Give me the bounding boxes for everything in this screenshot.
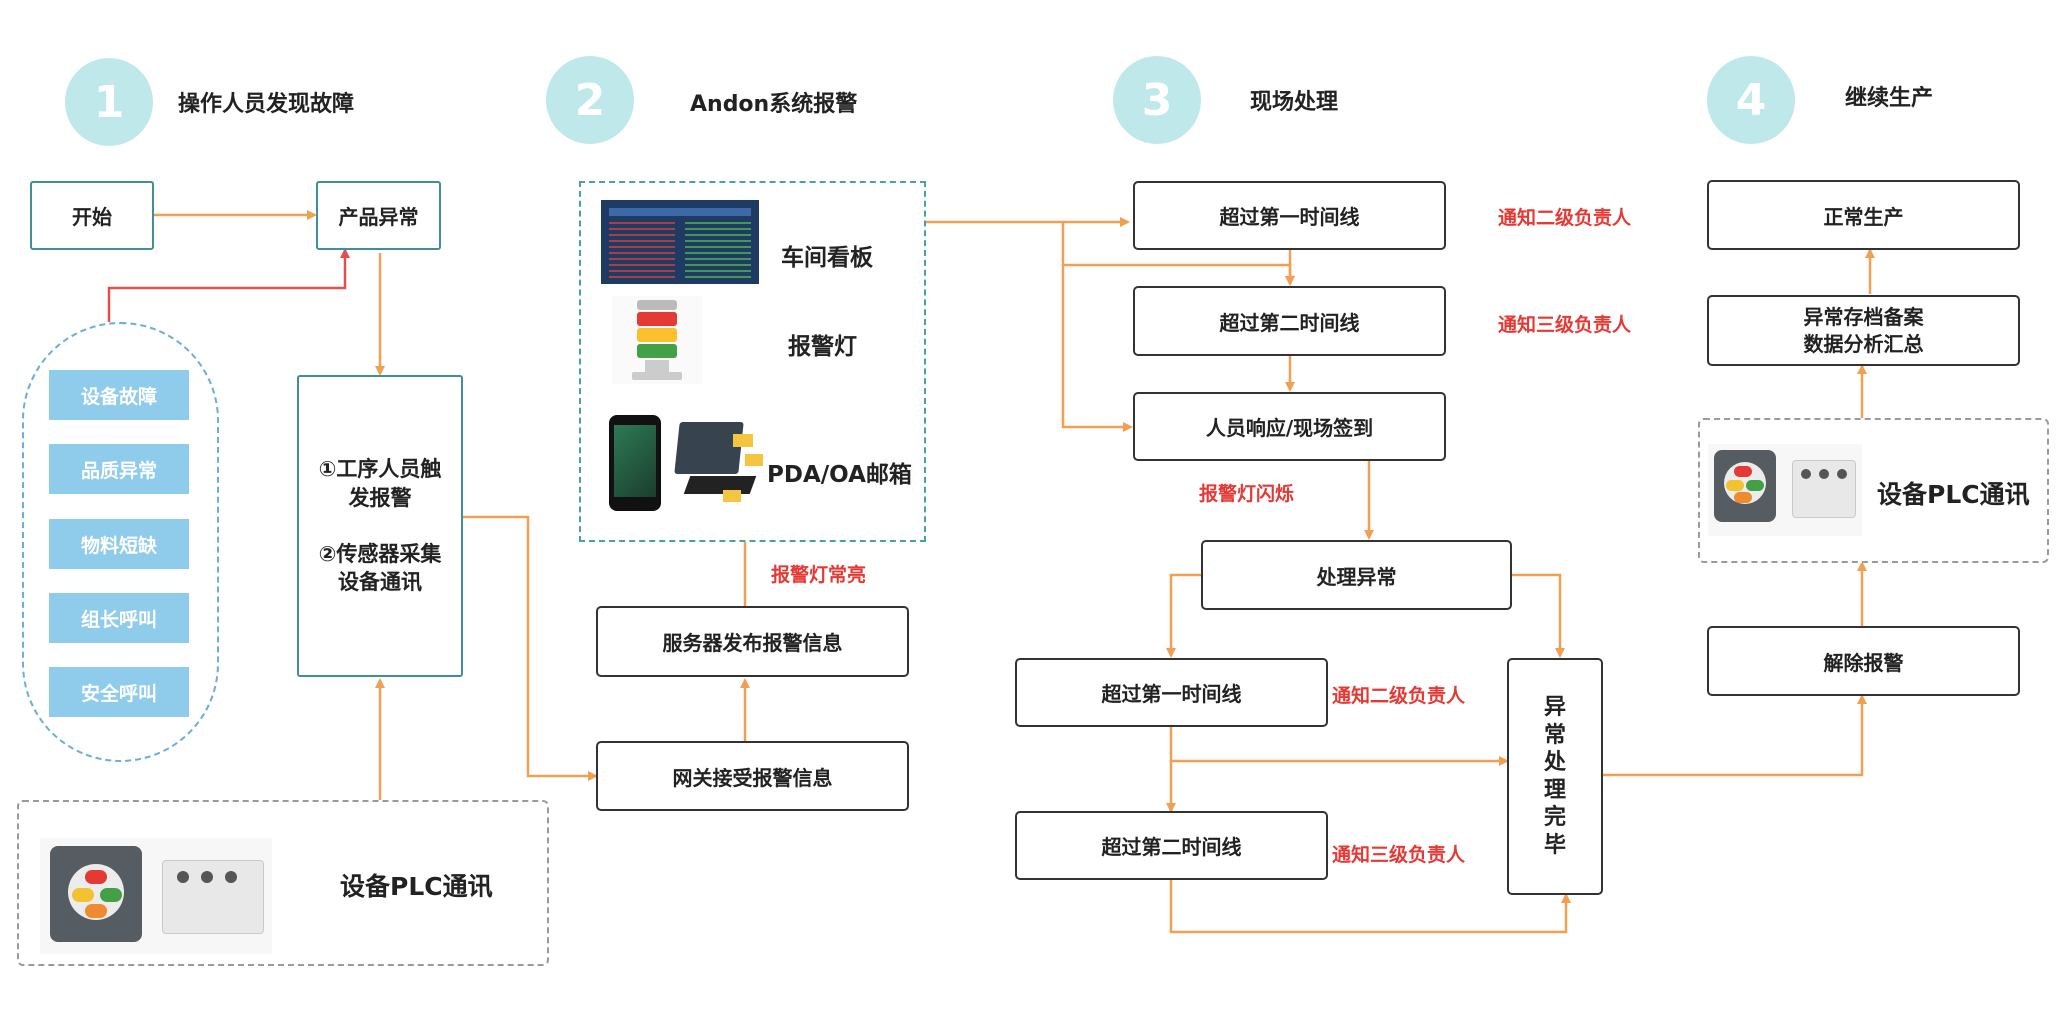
alarm-lamp-label: 报警灯 bbox=[788, 334, 857, 360]
trigger-safety-call: 安全呼叫 bbox=[49, 667, 189, 717]
notify-level3-note-2: 通知三级负责人 bbox=[1332, 844, 1466, 866]
arrow-branch-response bbox=[1061, 222, 1133, 432]
pda-oa-label: PDA/OA邮箱 bbox=[767, 462, 912, 488]
handling-complete-char-5: 完 bbox=[1543, 805, 1566, 830]
product-abnormal-box: 产品异常 bbox=[316, 181, 441, 250]
plc-device-image-1 bbox=[40, 838, 272, 954]
handle-abnormal-box: 处理异常 bbox=[1201, 540, 1512, 610]
notify-level3-note: 通知三级负责人 bbox=[1498, 314, 1632, 336]
archive-line-1: 异常存档备案 bbox=[1803, 304, 1924, 329]
stage-2-number: 2 bbox=[546, 56, 634, 144]
lamp-steady-note: 报警灯常亮 bbox=[771, 564, 867, 586]
stage-4-number: 4 bbox=[1707, 56, 1795, 144]
arrow-done-to-release bbox=[1603, 694, 1867, 777]
archive-analysis-box: 异常存档备案 数据分析汇总 bbox=[1707, 295, 2020, 366]
notify-level2-note: 通知二级负责人 bbox=[1498, 207, 1632, 229]
second-timeline-box-2: 超过第二时间线 bbox=[1015, 811, 1328, 880]
release-alarm-box: 解除报警 bbox=[1707, 626, 2020, 696]
stage-3-number: 3 bbox=[1113, 56, 1201, 144]
gateway-receive-box: 网关接受报警信息 bbox=[596, 741, 909, 811]
second-timeline-box: 超过第二时间线 bbox=[1133, 286, 1446, 356]
arrow-triggers-to-abnormal bbox=[107, 248, 350, 322]
plc-label-2: 设备PLC通讯 bbox=[1877, 480, 2030, 509]
stage-1-title: 操作人员发现故障 bbox=[178, 92, 355, 117]
alarm-lamp-image bbox=[612, 296, 702, 384]
handling-complete-char-6: 毕 bbox=[1543, 832, 1566, 858]
stage-4-title: 继续生产 bbox=[1845, 86, 1934, 111]
server-publish-box: 服务器发布报警信息 bbox=[596, 606, 909, 677]
plc-device-image-2 bbox=[1708, 444, 1862, 536]
lamp-flash-note: 报警灯闪烁 bbox=[1199, 483, 1295, 505]
plc-label-1: 设备PLC通讯 bbox=[340, 872, 493, 901]
arrow-second2-to-done bbox=[1169, 880, 1571, 934]
arrow-trigger-to-gateway bbox=[463, 515, 598, 781]
normal-production-box: 正常生产 bbox=[1707, 180, 2020, 250]
arrow-branch-second bbox=[1063, 263, 1295, 286]
notify-level2-note-2: 通知二级负责人 bbox=[1332, 685, 1466, 707]
trigger-material-shortage: 物料短缺 bbox=[49, 519, 189, 569]
handling-complete-box: 异 常 处 理 完 毕 bbox=[1507, 658, 1603, 895]
start-box: 开始 bbox=[30, 181, 154, 250]
response-checkin-box: 人员响应/现场签到 bbox=[1133, 392, 1446, 461]
archive-line-2: 数据分析汇总 bbox=[1803, 331, 1924, 356]
arrow-handle-to-done bbox=[1512, 573, 1565, 658]
trigger-method-line3: ②传感器采集 bbox=[318, 542, 442, 566]
workshop-board-label: 车间看板 bbox=[781, 245, 873, 271]
workshop-board-image bbox=[601, 200, 759, 284]
handling-complete-char-1: 异 bbox=[1543, 695, 1566, 720]
arrow-handle-to-first2 bbox=[1166, 573, 1201, 658]
pda-phone-image bbox=[609, 415, 661, 511]
trigger-method-box: ①工序人员触 发报警 ②传感器采集 设备通讯 bbox=[297, 375, 463, 677]
oa-mail-laptop-image bbox=[674, 420, 763, 510]
trigger-method-line4: 设备通讯 bbox=[338, 570, 422, 595]
handling-complete-char-4: 理 bbox=[1543, 777, 1566, 803]
handling-complete-char-3: 处 bbox=[1543, 750, 1566, 775]
trigger-quality-abnormal: 品质异常 bbox=[49, 444, 189, 494]
trigger-leader-call: 组长呼叫 bbox=[49, 593, 189, 643]
stage-3-title: 现场处理 bbox=[1250, 90, 1339, 115]
trigger-equipment-fault: 设备故障 bbox=[49, 370, 189, 420]
stage-1-number: 1 bbox=[65, 58, 153, 146]
first-timeline-box: 超过第一时间线 bbox=[1133, 181, 1446, 250]
first-timeline-box-2: 超过第一时间线 bbox=[1015, 658, 1328, 727]
trigger-method-line2: 发报警 bbox=[348, 485, 412, 510]
trigger-method-line1: ①工序人员触 bbox=[318, 457, 442, 482]
stage-2-title: Andon系统报警 bbox=[690, 92, 858, 117]
handling-complete-char-2: 常 bbox=[1543, 722, 1566, 748]
